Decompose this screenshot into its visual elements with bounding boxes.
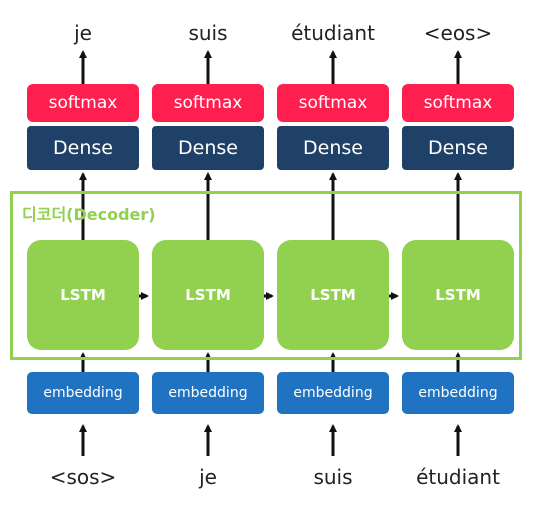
lstm-cell: LSTM	[27, 240, 139, 350]
embedding-layer: embedding	[402, 372, 514, 414]
output-word: je	[74, 21, 92, 45]
output-word: suis	[188, 21, 228, 45]
embedding-layer: embedding	[152, 372, 264, 414]
softmax-layer: softmax	[277, 84, 389, 122]
dense-layer: Dense	[27, 126, 139, 170]
embedding-layer: embedding	[27, 372, 139, 414]
input-word: étudiant	[416, 465, 500, 489]
timestep-column-1: je softmax Dense LSTM embedding <sos>	[27, 0, 139, 508]
softmax-layer: softmax	[27, 84, 139, 122]
output-word: étudiant	[291, 21, 375, 45]
timestep-column-4: <eos> softmax Dense LSTM embedding étudi…	[402, 0, 514, 508]
softmax-layer: softmax	[152, 84, 264, 122]
lstm-cell: LSTM	[277, 240, 389, 350]
lstm-cell: LSTM	[402, 240, 514, 350]
output-word: <eos>	[423, 21, 493, 45]
softmax-layer: softmax	[402, 84, 514, 122]
timestep-column-3: étudiant softmax Dense LSTM embedding su…	[277, 0, 389, 508]
dense-layer: Dense	[402, 126, 514, 170]
decoder-frame	[10, 191, 522, 360]
input-word: suis	[313, 465, 353, 489]
timestep-column-2: suis softmax Dense LSTM embedding je	[152, 0, 264, 508]
embedding-layer: embedding	[277, 372, 389, 414]
dense-layer: Dense	[152, 126, 264, 170]
lstm-cell: LSTM	[152, 240, 264, 350]
input-word: <sos>	[49, 465, 117, 489]
input-word: je	[199, 465, 217, 489]
decoder-title: 디코더(Decoder)	[22, 205, 156, 224]
dense-layer: Dense	[277, 126, 389, 170]
